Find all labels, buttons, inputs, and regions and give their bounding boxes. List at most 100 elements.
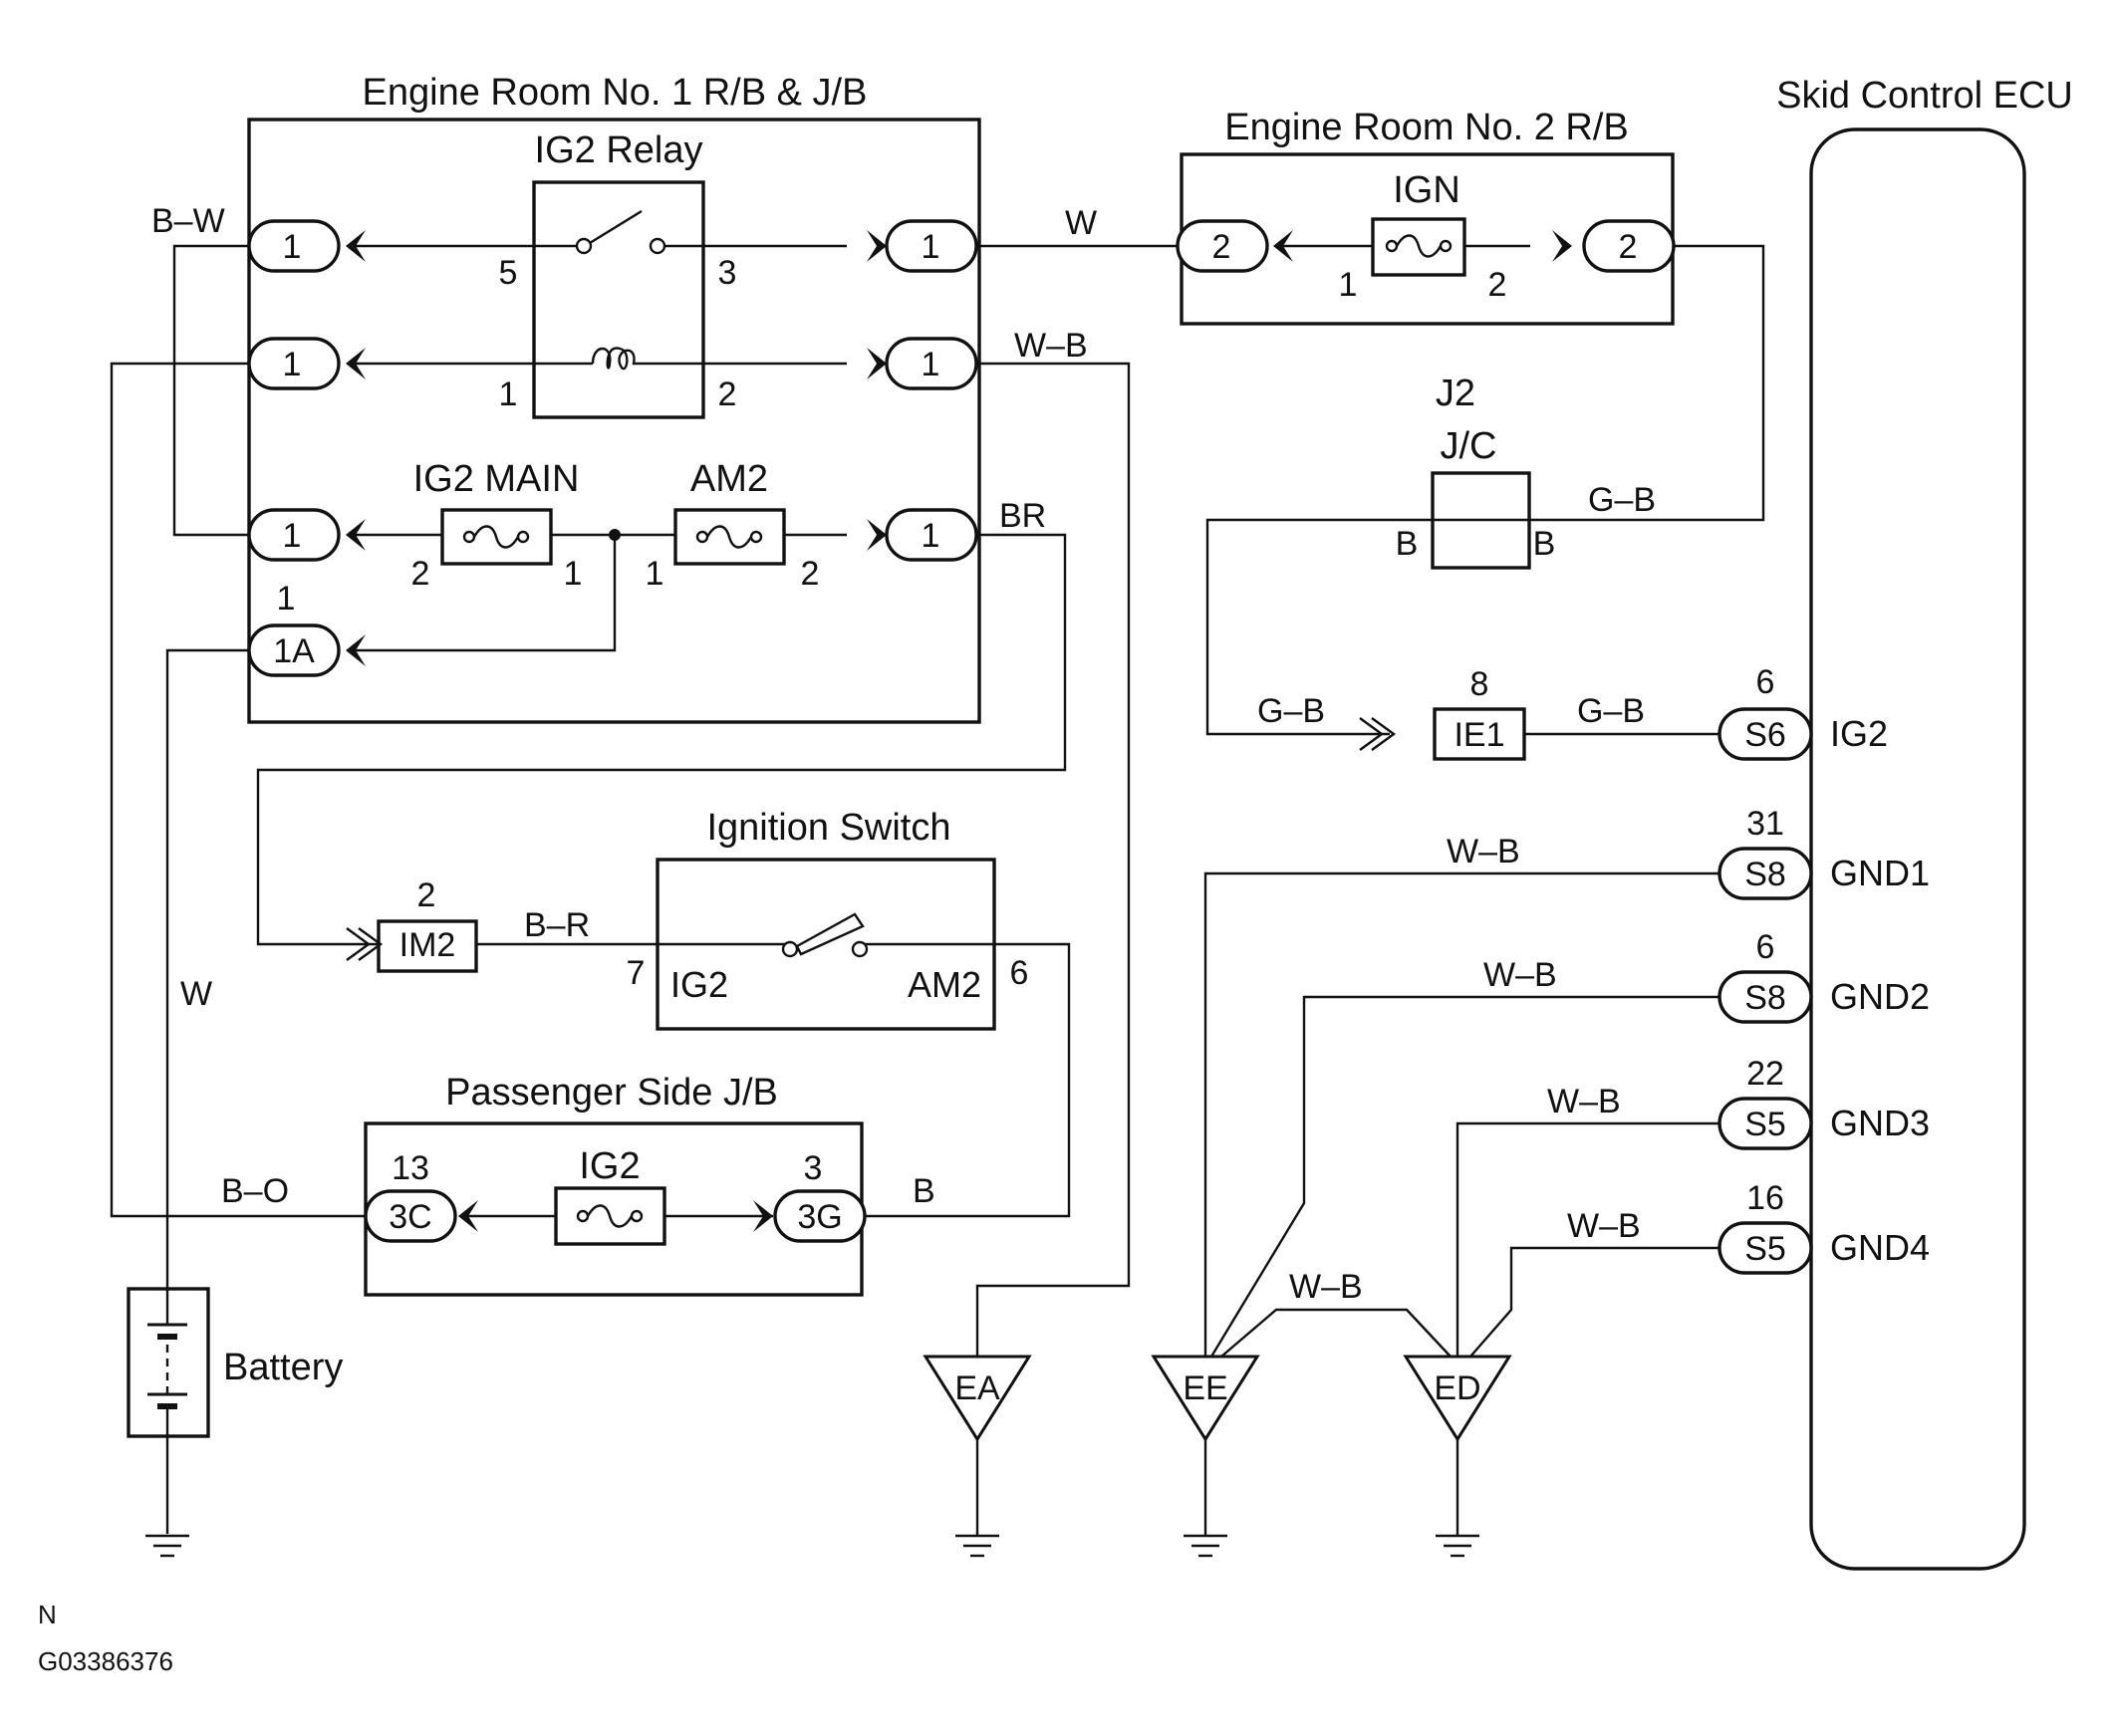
ground-ed: [1403, 1355, 1512, 1558]
pin-number: 2: [411, 555, 430, 593]
pin-label: B: [1396, 525, 1419, 563]
ecu-terminal-connector: S5: [1744, 1230, 1786, 1268]
ecu-box: [1809, 127, 2026, 1571]
wire-color-label: B: [913, 1172, 935, 1210]
ignition-switch-am2-terminal: AM2: [908, 964, 981, 1005]
ecu-terminal-name: IG2: [1830, 713, 1888, 754]
connector-3c-label: 3C: [389, 1198, 431, 1236]
ground-ea-label: EA: [954, 1369, 1000, 1407]
ecu-terminal-name: GND2: [1830, 976, 1930, 1017]
connector-label: 1: [283, 346, 302, 383]
wire-color-label: W–B: [1447, 833, 1520, 870]
ignition-switch-ig2-terminal: IG2: [670, 964, 728, 1005]
engine-room-2-title: Engine Room No. 2 R/B: [1224, 107, 1629, 148]
ie1-connector-label: IE1: [1454, 716, 1504, 754]
wire-color-label: W: [180, 975, 212, 1013]
ignition-switch-title: Ignition Switch: [706, 807, 950, 849]
ecu-terminal: 16 S5 GND4: [1744, 1179, 1930, 1268]
im2-connector-label: IM2: [399, 926, 456, 964]
pin-number: 1: [646, 555, 664, 593]
connector-label: 2: [1619, 228, 1638, 266]
ecu-terminal-connector: S5: [1744, 1106, 1786, 1143]
ecu-terminal-connector: S8: [1744, 856, 1786, 893]
ig2-fuse-box: [554, 1186, 666, 1246]
ecu-terminal-name: GND1: [1830, 853, 1930, 893]
connector-pin-number: 1: [277, 580, 296, 618]
footer-letter: N: [38, 1600, 57, 1629]
pin-number: 1: [564, 555, 583, 593]
am2-fuse-box: [673, 508, 786, 566]
ecu-terminal-connector: S8: [1744, 979, 1786, 1017]
pin-number: 1: [1339, 266, 1358, 304]
wire-color-label: G–B: [1588, 481, 1656, 519]
ecu-terminal: 6 S8 GND2: [1744, 928, 1930, 1017]
junction-connector-id: J2: [1436, 372, 1475, 414]
wires: [110, 244, 1765, 1536]
ig2-relay-box: [532, 180, 705, 419]
ig2-main-fuse-symbol: [462, 525, 530, 549]
ecu-terminal-number: 22: [1746, 1055, 1784, 1093]
ecu-terminal-name: GND4: [1830, 1227, 1930, 1268]
am2-fuse-label: AM2: [690, 458, 768, 500]
wire-color-label: BR: [999, 497, 1046, 535]
pin-number: 2: [801, 555, 820, 593]
battery-label: Battery: [223, 1347, 343, 1388]
connector-label: 1: [283, 517, 302, 555]
wire-color-label: W–B: [1567, 1207, 1641, 1245]
ignition-switch-box: [656, 858, 996, 1031]
ecu-terminal-name: GND3: [1830, 1103, 1930, 1143]
ig2-fuse-label: IG2: [579, 1145, 640, 1187]
connector-label: 1: [922, 346, 940, 383]
connector-label: 1: [922, 228, 940, 266]
wire-color-label: W–B: [1014, 327, 1088, 365]
wire-color-label: W–B: [1547, 1083, 1621, 1120]
ig2-fuse-symbol: [576, 1204, 644, 1228]
pin-label: B: [1533, 525, 1556, 563]
wire-color-label: W–B: [1483, 956, 1557, 994]
ecu-terminal-number: 16: [1746, 1179, 1784, 1217]
pin-number: 7: [627, 954, 646, 992]
ig2-main-fuse-label: IG2 MAIN: [413, 458, 580, 500]
connector-3g-label: 3G: [797, 1198, 842, 1236]
ecu-terminal: 6 S6 IG2: [1744, 663, 1888, 754]
ecu-terminal: 31 S8 GND1: [1744, 805, 1930, 893]
ecu-terminal: 22 S5 GND3: [1744, 1055, 1930, 1143]
wire-color-label: G–B: [1577, 692, 1645, 730]
connector-pin-number: 8: [1470, 665, 1489, 703]
engine-room-1-box: [247, 118, 981, 724]
junction-dot: [609, 529, 621, 541]
ecu-terminal-number: 31: [1746, 805, 1784, 843]
ignition-switch-contact: [781, 912, 869, 958]
wire-color-label: W: [1065, 204, 1097, 242]
pin-number: 5: [499, 254, 518, 292]
figure-code: G03386376: [38, 1646, 173, 1676]
pin-number: 3: [718, 254, 737, 292]
ig2-main-fuse-box: [440, 508, 553, 566]
connector-pin-number: 13: [392, 1149, 429, 1187]
am2-fuse-symbol: [695, 525, 763, 549]
pin-number: 2: [1488, 266, 1507, 304]
skid-control-ecu-title: Skid Control ECU: [1776, 75, 2073, 117]
ecu-terminal-connector: S6: [1744, 716, 1786, 754]
ground-ee-label: EE: [1183, 1369, 1227, 1407]
ground-ee: [1151, 1355, 1260, 1558]
wire-color-label: B–O: [221, 1172, 289, 1210]
ign-fuse-box: [1371, 217, 1466, 277]
ecu-terminal-number: 6: [1756, 663, 1775, 701]
pin-number: 2: [718, 375, 737, 413]
junction-connector-type: J/C: [1441, 425, 1497, 467]
wire-color-label: B–W: [151, 202, 225, 240]
pin-number: 6: [1010, 954, 1029, 992]
connector-pin-number: 3: [804, 1149, 823, 1187]
connector-label: 1: [922, 517, 940, 555]
battery-ground-symbol: [143, 1534, 191, 1558]
connector-pin-number: 2: [417, 876, 436, 914]
pill-connectors: [247, 219, 1813, 1275]
ig2-relay-title: IG2 Relay: [535, 129, 703, 171]
connector-label: 2: [1212, 228, 1231, 266]
relay-coil: [591, 347, 648, 371]
connector-label: 1: [283, 228, 302, 266]
wire-color-label: G–B: [1257, 692, 1325, 730]
engine-room-1-title: Engine Room No. 1 R/B & J/B: [363, 72, 868, 114]
